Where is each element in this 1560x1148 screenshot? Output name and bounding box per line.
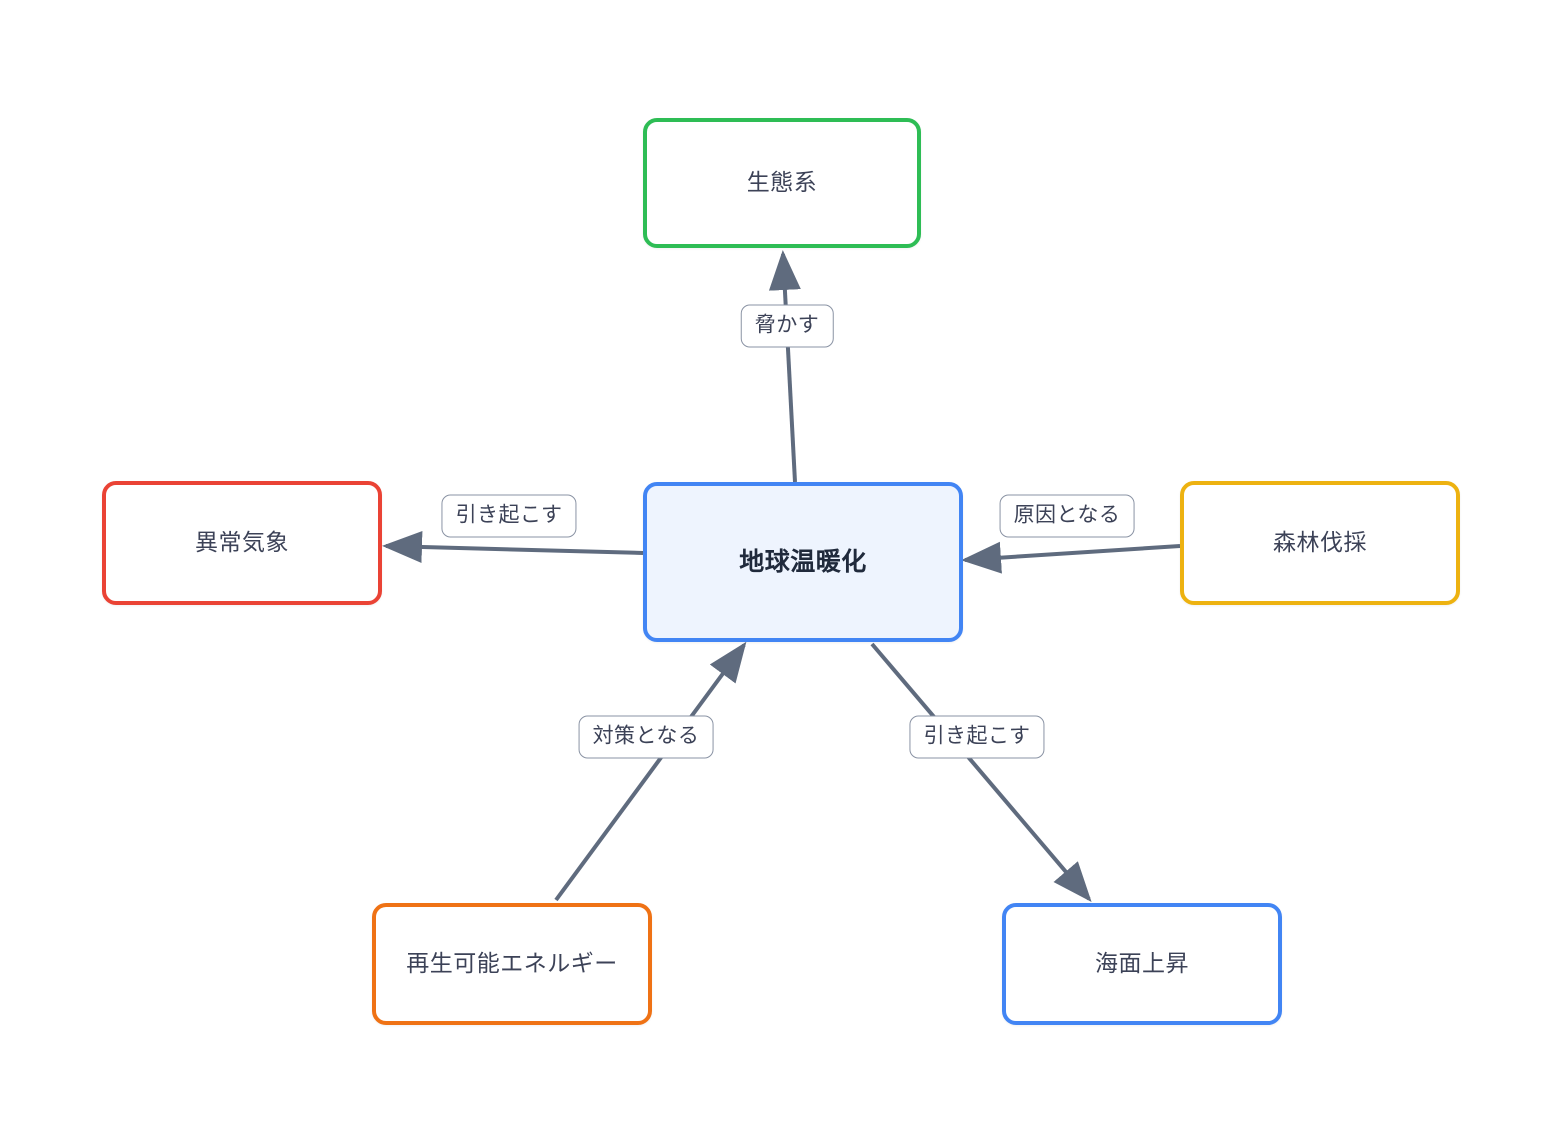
node-label-ecosystem: 生態系: [746, 169, 818, 196]
node-extreme-weather[interactable]: 異常気象: [102, 481, 382, 605]
node-label-sea-level-rise: 海面上昇: [1095, 950, 1189, 977]
node-label-extreme-weather: 異常気象: [195, 529, 289, 556]
edge-label-threatens[interactable]: 脅かす: [740, 304, 834, 348]
node-label-renewable-energy: 再生可能エネルギー: [406, 950, 618, 977]
edge-line-edge-causes-sea-level: [870, 642, 1092, 903]
node-ecosystem[interactable]: 生態系: [643, 118, 921, 248]
node-sea-level-rise[interactable]: 海面上昇: [1002, 903, 1282, 1025]
edge-line-edge-caused-by-deforestation: [961, 541, 1181, 574]
node-renewable-energy[interactable]: 再生可能エネルギー: [372, 903, 652, 1025]
node-label-deforestation: 森林伐採: [1273, 529, 1367, 556]
edge-label-caused-by-deforestation[interactable]: 原因となる: [999, 494, 1135, 538]
edge-label-causes-weather[interactable]: 引き起こす: [441, 494, 577, 538]
node-global-warming[interactable]: 地球温暖化: [643, 482, 963, 642]
edge-line-edge-causes-weather: [382, 530, 644, 563]
edge-label-causes-sea-level[interactable]: 引き起こす: [909, 715, 1045, 759]
edge-line-edge-threatens: [768, 250, 801, 483]
edge-line-edge-countermeasure: [554, 641, 747, 902]
node-deforestation[interactable]: 森林伐採: [1180, 481, 1460, 605]
node-label-global-warming: 地球温暖化: [739, 547, 867, 576]
edge-label-countermeasure[interactable]: 対策となる: [578, 715, 714, 759]
